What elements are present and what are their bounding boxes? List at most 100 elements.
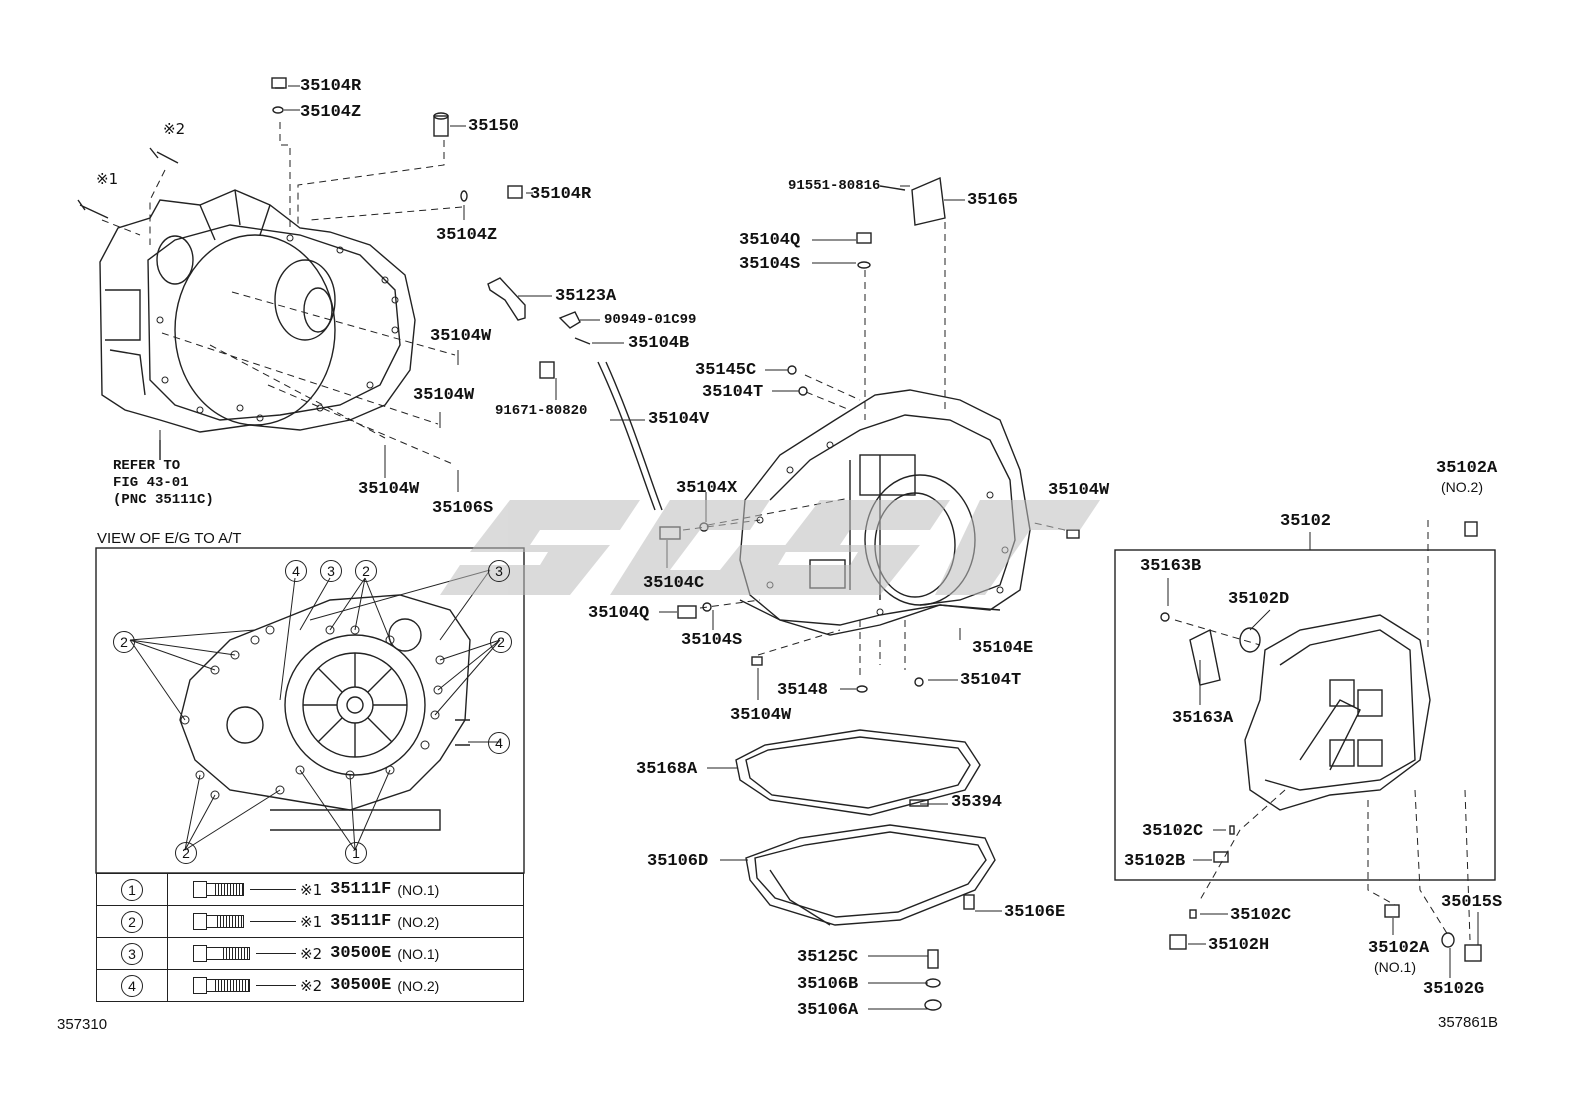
label-35102C-1: 35102C — [1142, 822, 1204, 841]
label-35102A-no1-qualifier: (NO.1) — [1374, 959, 1416, 975]
label-35163A: 35163A — [1172, 709, 1234, 728]
legend-mark: ※1 — [300, 912, 323, 931]
bolt-icon — [193, 977, 250, 994]
callout-3-top: 3 — [320, 560, 342, 582]
refer-line-1: REFER TO — [113, 458, 181, 474]
legend-row: 4 ※2 30500E (NO.2) — [96, 969, 524, 1002]
label-90949-01C99: 90949-01C99 — [604, 312, 697, 328]
label-mark1: ※1 — [96, 170, 119, 188]
label-35104Q-top: 35104Q — [739, 231, 801, 250]
view-box — [95, 547, 525, 874]
label-35104E: 35104E — [972, 639, 1034, 658]
label-35102H: 35102H — [1208, 936, 1270, 955]
label-35104T-top: 35104T — [702, 383, 764, 402]
label-35106D: 35106D — [647, 852, 709, 871]
legend-row: 1 ※1 35111F (NO.1) — [96, 873, 524, 906]
callout-2-top: 2 — [355, 560, 377, 582]
legend-num: 1 — [121, 878, 143, 901]
label-35102A-no2: 35102A — [1436, 459, 1498, 478]
label-35102G: 35102G — [1423, 980, 1485, 999]
label-35106B: 35106B — [797, 975, 859, 994]
callout-2-left: 2 — [113, 631, 135, 653]
legend-qualifier: (NO.2) — [397, 977, 440, 994]
label-35104Q-bot: 35104Q — [588, 604, 650, 623]
bolt-icon — [193, 945, 250, 962]
label-35104B: 35104B — [628, 334, 690, 353]
figure-number-right: 357861B — [1438, 1014, 1499, 1031]
callout-3-right: 3 — [488, 560, 510, 582]
label-35104R-top: 35104R — [300, 77, 362, 96]
callout-2-right: 2 — [490, 631, 512, 653]
label-35168A: 35168A — [636, 760, 698, 779]
callout-2-bottom: 2 — [175, 842, 197, 864]
legend-desc-cell: ※2 30500E (NO.1) — [167, 937, 524, 970]
extension-housing-box — [1114, 521, 1496, 962]
label-35015S: 35015S — [1441, 893, 1503, 912]
label-91671-80820: 91671-80820 — [495, 403, 588, 419]
label-35165: 35165 — [967, 191, 1019, 210]
legend-num: 2 — [121, 910, 143, 933]
label-35104W-5: 35104W — [730, 706, 792, 725]
label-35102: 35102 — [1280, 512, 1332, 531]
legend-mark: ※2 — [300, 944, 323, 963]
label-35104S-top: 35104S — [739, 255, 801, 274]
label-35145C: 35145C — [695, 361, 757, 380]
label-35104W-1: 35104W — [430, 327, 492, 346]
label-35104C: 35104C — [643, 574, 705, 593]
transaxle-housing-left — [99, 189, 416, 460]
legend-desc-cell: ※1 35111F (NO.1) — [167, 873, 524, 906]
fastener-legend-table: 1 ※1 35111F (NO.1) 2 ※1 35111F (NO.2) 3 … — [96, 873, 524, 1002]
label-35104T-bot: 35104T — [960, 671, 1022, 690]
callout-1-bottom: 1 — [345, 842, 367, 864]
label-35102A-no2-qualifier: (NO.2) — [1441, 479, 1483, 495]
label-35102C-2: 35102C — [1230, 906, 1292, 925]
label-35102A-no1: 35102A — [1368, 939, 1430, 958]
legend-num-cell: 4 — [96, 969, 168, 1002]
legend-qualifier: (NO.1) — [397, 945, 440, 962]
legend-num: 4 — [121, 974, 143, 997]
label-35104W-3: 35104W — [358, 480, 420, 499]
label-91551-80816: 91551-80816 — [788, 178, 881, 194]
label-35104X: 35104X — [676, 479, 738, 498]
label-35104S-bot: 35104S — [681, 631, 743, 650]
view-title: VIEW OF E/G TO A/T — [97, 530, 242, 547]
legend-part: 30500E — [330, 944, 392, 963]
legend-num-cell: 3 — [96, 937, 168, 970]
label-35104W-2: 35104W — [413, 386, 475, 405]
left-bolts — [77, 77, 523, 219]
refer-line-2: FIG 43-01 — [113, 475, 189, 491]
label-35150: 35150 — [468, 117, 520, 136]
refer-line-3: (PNC 35111C) — [113, 492, 214, 508]
label-35123A: 35123A — [555, 287, 617, 306]
legend-desc-cell: ※2 30500E (NO.2) — [167, 969, 524, 1002]
label-35104Z-top: 35104Z — [300, 103, 362, 122]
watermark-logo — [440, 500, 1100, 595]
legend-mark: ※2 — [300, 976, 323, 995]
legend-part: 35111F — [330, 880, 392, 899]
label-35104W-4: 35104W — [1048, 481, 1110, 500]
legend-num-cell: 1 — [96, 873, 168, 906]
legend-mark: ※1 — [300, 880, 323, 899]
label-35104Z-mid: 35104Z — [436, 226, 498, 245]
legend-row: 2 ※1 35111F (NO.2) — [96, 905, 524, 938]
callout-4-top: 4 — [285, 560, 307, 582]
label-35148: 35148 — [777, 681, 829, 700]
legend-num: 3 — [121, 942, 143, 965]
label-mark2: ※2 — [163, 120, 186, 138]
label-35102B: 35102B — [1124, 852, 1186, 871]
label-35106S: 35106S — [432, 499, 494, 518]
refer-note: REFER TO FIG 43-01 (PNC 35111C) — [113, 458, 214, 509]
label-35106A: 35106A — [797, 1001, 859, 1020]
bolt-icon — [193, 881, 244, 898]
legend-row: 3 ※2 30500E (NO.1) — [96, 937, 524, 970]
legend-qualifier: (NO.2) — [397, 913, 440, 930]
label-35394: 35394 — [951, 793, 1003, 812]
figure-number-left: 357310 — [57, 1016, 108, 1033]
legend-part: 30500E — [330, 976, 392, 995]
label-35104R-mid: 35104R — [530, 185, 592, 204]
label-35104V: 35104V — [648, 410, 710, 429]
callout-4-right: 4 — [488, 732, 510, 754]
legend-part: 35111F — [330, 912, 392, 931]
label-35163B: 35163B — [1140, 557, 1202, 576]
